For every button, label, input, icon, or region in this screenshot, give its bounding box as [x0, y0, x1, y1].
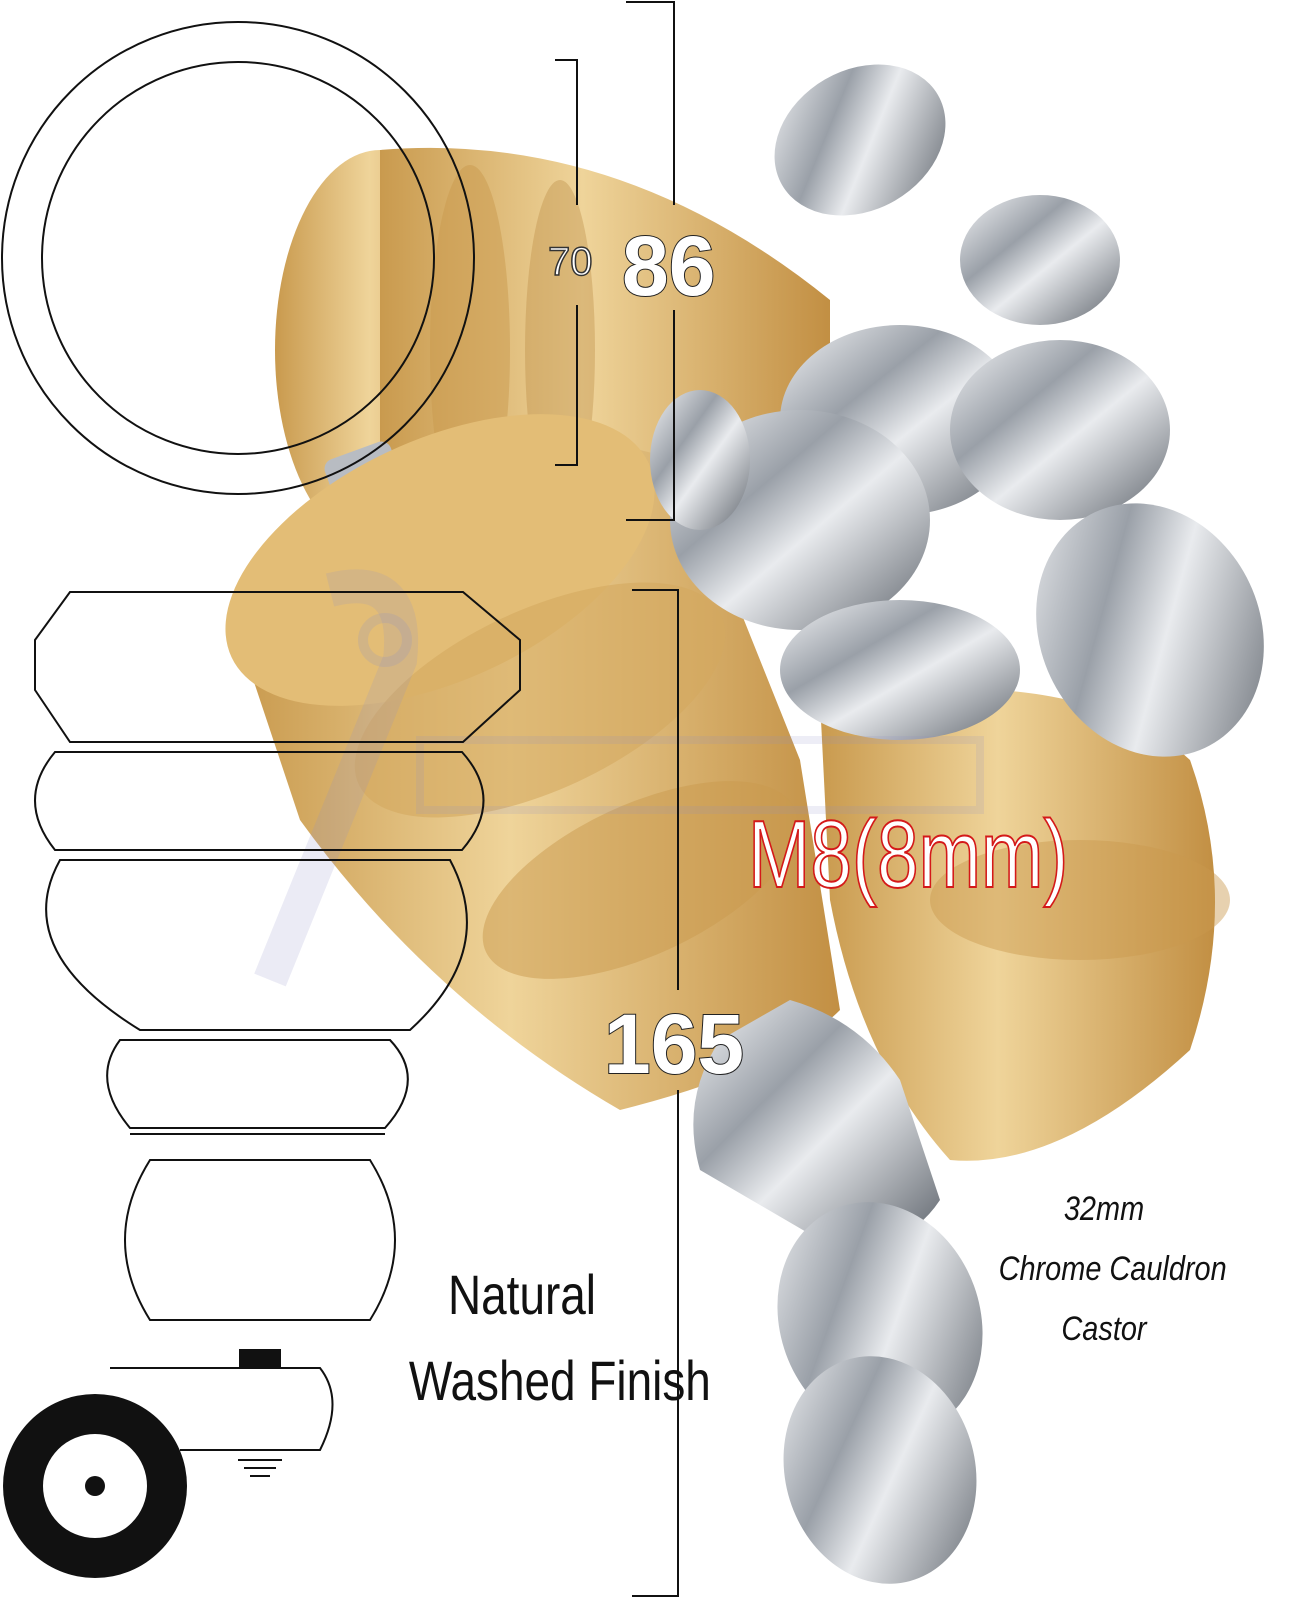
inner-diameter-circle: [41, 61, 435, 455]
dim-bracket-165: [632, 589, 679, 990]
dimension-label-70: 70: [547, 239, 593, 285]
finish-label-line2: Washed Finish: [408, 1349, 711, 1412]
wooden-leg-front: [225, 414, 840, 1110]
finish-label-line1: Natural: [447, 1263, 597, 1326]
castor-label-line1: 32mm: [1063, 1190, 1145, 1228]
castor-label-line3: Castor: [1061, 1310, 1147, 1348]
castor-wheel-drawing: [3, 1394, 187, 1578]
dimension-label-165: 165: [603, 996, 745, 1092]
castor-label-line2: Chrome Cauldron: [998, 1250, 1227, 1288]
thread-size-label: M8(8mm): [747, 800, 1069, 909]
wooden-leg-right: [820, 688, 1230, 1161]
leg-profile-drawing: [34, 591, 521, 1477]
dim-bracket-70: [555, 59, 578, 205]
dimension-label-86: 86: [621, 218, 716, 314]
dim-bracket-86: [626, 1, 675, 205]
outer-diameter-circle: [1, 21, 475, 495]
